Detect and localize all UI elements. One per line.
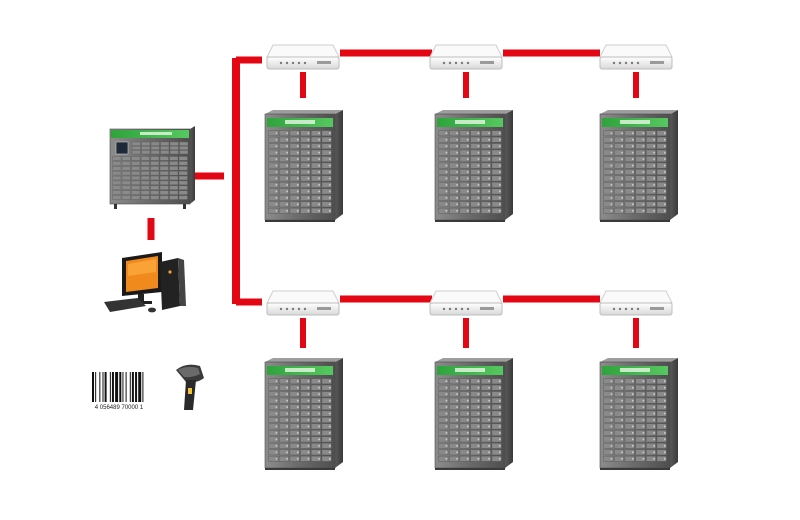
router-r1-c3 <box>599 44 673 70</box>
cabinet-r1-c3 <box>599 110 678 222</box>
cabinet-r2-c2 <box>434 358 513 470</box>
router-r2-c2 <box>429 290 503 316</box>
nodes-layer: 4 056489 70000 1 <box>90 44 678 470</box>
router-r1-c2 <box>429 44 503 70</box>
scanner <box>176 364 204 410</box>
barcode: 4 056489 70000 1 <box>90 372 148 411</box>
computer <box>104 252 186 313</box>
router-r2-c3 <box>599 290 673 316</box>
barcode-digits: 4 056489 70000 1 <box>95 405 144 411</box>
cabinet-r2-c3 <box>599 358 678 470</box>
cabinet-r2-c1 <box>264 358 343 470</box>
master-cabinet <box>109 126 195 209</box>
cabinet-r1-c2 <box>434 110 513 222</box>
router-r2-c1 <box>266 290 340 316</box>
master-screen-icon <box>115 141 129 155</box>
scanner-trigger-icon <box>188 388 192 394</box>
links-layer <box>147 49 639 348</box>
router-r1-c1 <box>266 44 340 70</box>
cabinet-r1-c1 <box>264 110 343 222</box>
